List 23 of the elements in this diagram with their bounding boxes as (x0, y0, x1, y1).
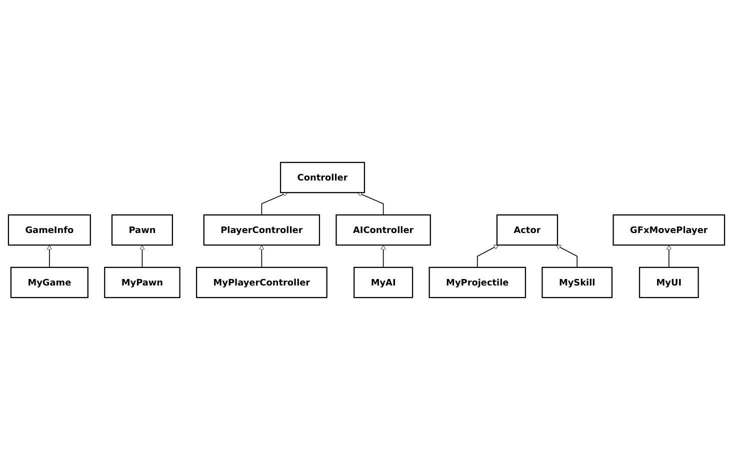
node-box: MyProjectile (428, 266, 526, 298)
node-box: AIController (336, 214, 431, 246)
arrow (357, 192, 384, 216)
arrow (46, 244, 52, 268)
arrow (476, 244, 499, 268)
arrow (380, 244, 386, 268)
arrow (261, 192, 288, 216)
node-box: Controller (280, 162, 366, 194)
node-box: MyGame (10, 266, 88, 298)
arrow (556, 244, 578, 268)
node-box: PlayerController (203, 214, 320, 246)
node-box: MyPlayerController (196, 266, 328, 298)
arrow (666, 244, 672, 268)
node-box: GFxMovePlayer (612, 214, 726, 246)
node-box: GameInfo (8, 214, 91, 246)
arrow (259, 244, 264, 268)
node-box: Actor (496, 214, 558, 246)
node-box: MyAI (354, 266, 414, 298)
node-box: MySkill (542, 266, 613, 298)
node-box: MyPawn (104, 266, 180, 298)
node-box: MyUI (638, 266, 699, 298)
arrow (140, 244, 145, 268)
node-box: Pawn (111, 214, 173, 246)
